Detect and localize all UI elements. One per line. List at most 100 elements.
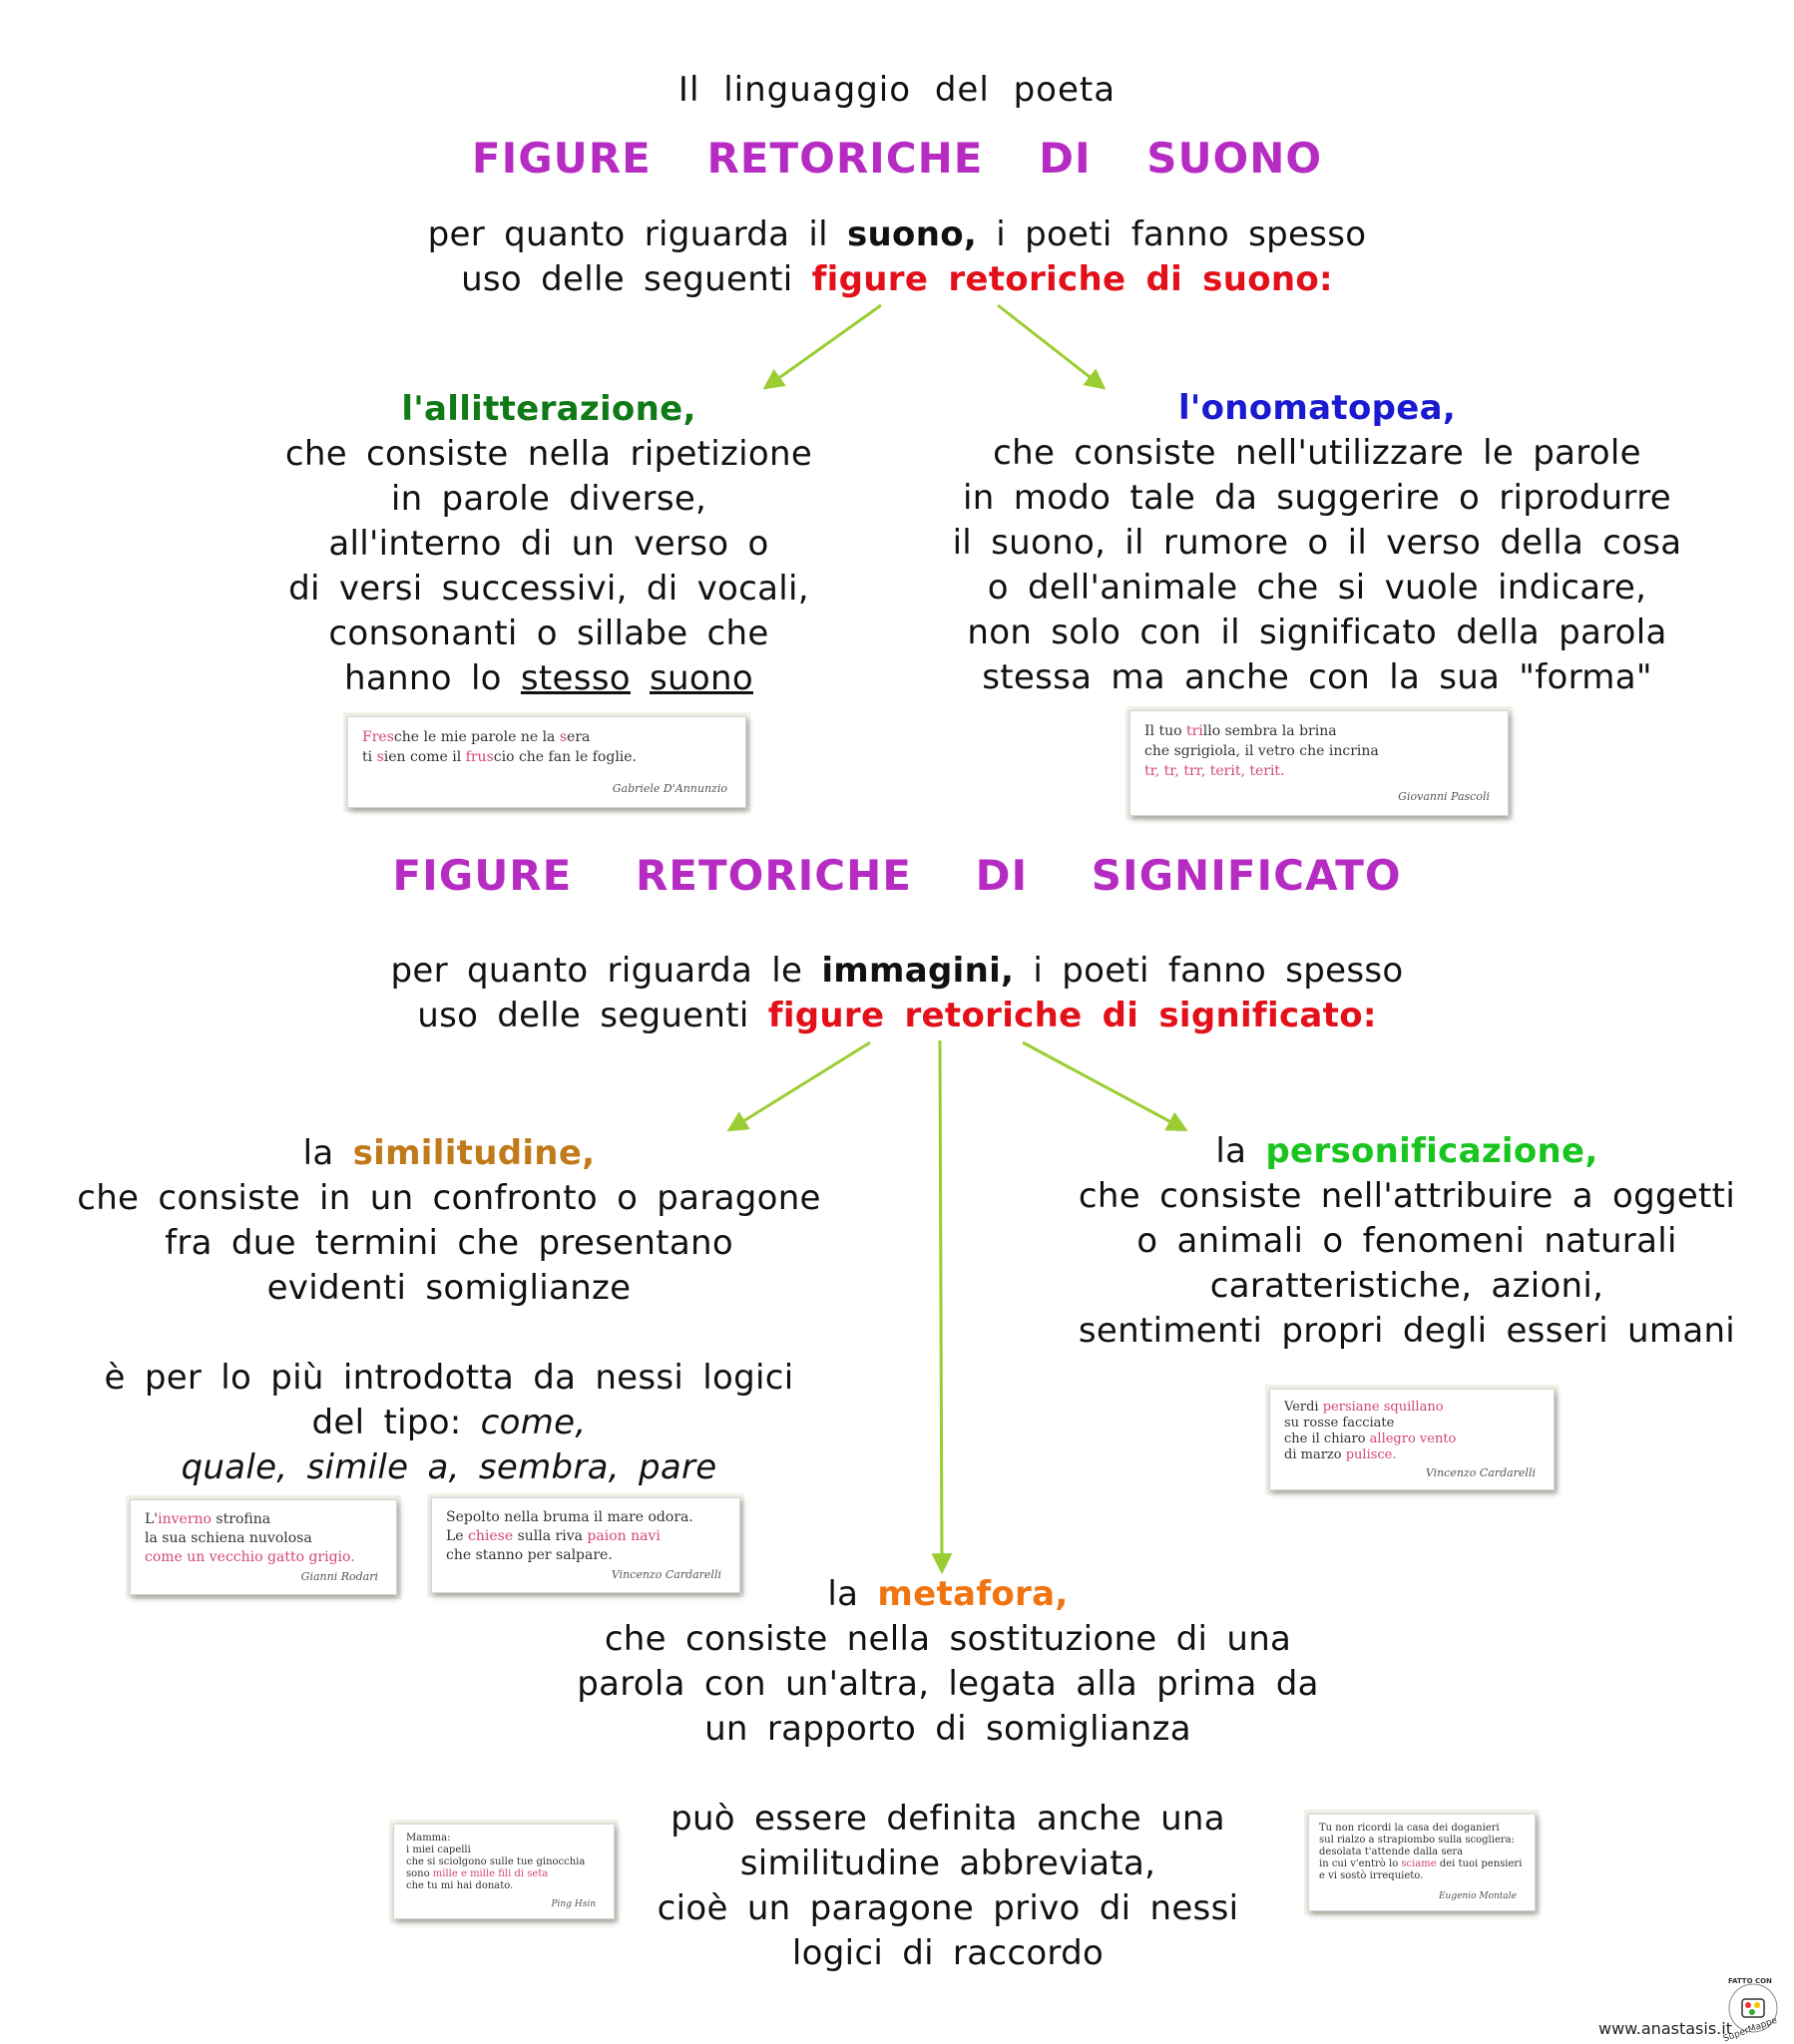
meaning-intro-text-a: per quanto riguarda le — [390, 951, 803, 991]
alliteration-underline-2: suono — [650, 658, 753, 698]
quote-author: Gianni Rodari — [300, 1570, 378, 1583]
quote-highlight: mille e mille fili di seta — [432, 1868, 549, 1879]
metaphor-note-line-2: similitudine abbreviata, — [739, 1843, 1156, 1883]
simile-line-3: evidenti somiglianze — [266, 1268, 632, 1308]
meaning-intro-line2: uso delle seguenti figure retoriche di s… — [0, 994, 1794, 1038]
alliteration-line-6: hanno lo stesso suono — [150, 656, 948, 701]
sound-intro-text-c: uso delle seguenti — [461, 259, 793, 299]
personification-block: la personificazione, che consiste nell'a… — [1038, 1129, 1776, 1354]
quote-highlight: inverno — [158, 1511, 212, 1527]
arrow-to-alliteration — [762, 303, 882, 390]
sound-intro-keyword: suono, — [847, 214, 978, 254]
onomatopoeia-quote-card: Il tuo trillo sembra la brina che sgrigi… — [1129, 710, 1509, 816]
quote-line: Le chiese sulla riva paion navi — [446, 1527, 725, 1546]
quote-text: sono — [406, 1868, 433, 1879]
personification-quote-card: Verdi persiane squillano su rosse faccia… — [1269, 1389, 1555, 1490]
quote-highlight: frus — [465, 749, 494, 765]
metaphor-quote-card-2: Tu non ricordi la casa dei doganieri sul… — [1308, 1814, 1536, 1911]
quote-line: Fresche le mie parole ne la sera — [362, 727, 731, 747]
alliteration-quote-card: Fresche le mie parole ne la sera ti sien… — [347, 716, 746, 808]
simile-note-line-2: del tipo: come, — [40, 1401, 858, 1445]
quote-highlight: s — [376, 749, 384, 765]
quote-author: Ping Hsin — [551, 1899, 597, 1909]
personification-article: la — [1215, 1131, 1247, 1171]
quote-line: che il chiaro allegro vento — [1284, 1431, 1540, 1447]
quote-line: Il tuo trillo sembra la brina — [1144, 721, 1494, 741]
metaphor-line-1: che consiste nella sostituzione di una — [604, 1619, 1292, 1659]
personification-line-2: o animali o fenomeni naturali — [1136, 1221, 1677, 1261]
quote-text: llo sembra la brina — [1202, 723, 1337, 739]
onomatopoeia-line-5: non solo con il significato della parola — [967, 613, 1667, 652]
metaphor-title: metafora, — [877, 1574, 1069, 1614]
quote-highlight: paion navi — [587, 1528, 661, 1544]
quote-highlight: persiane squillano — [1322, 1400, 1444, 1415]
quote-line: la sua schiena nuvolosa — [145, 1530, 312, 1546]
quote-author: Gabriele D'Annunzio — [612, 782, 727, 795]
quote-highlight: s — [559, 729, 568, 745]
alliteration-block: l'allitterazione, che consiste nella rip… — [150, 387, 948, 701]
quote-line-highlight: tr, tr, trr, terit, terit. — [1144, 763, 1285, 779]
quote-line: L'inverno strofina — [145, 1510, 382, 1529]
onomatopoeia-line-2: in modo tale da suggerire o riprodurre — [963, 478, 1671, 518]
quote-line: su rosse facciate — [1284, 1416, 1395, 1431]
quote-highlight: allegro vento — [1369, 1431, 1457, 1446]
quote-text: sulla riva — [513, 1528, 588, 1544]
quote-line: desolata t'attende dalla sera — [1319, 1846, 1464, 1857]
metaphor-line-2: parola con un'altra, legata alla prima d… — [577, 1664, 1319, 1704]
meaning-intro-text-c: uso delle seguenti — [417, 996, 749, 1035]
quote-line: che si sciolgono sulle tue ginocchia — [406, 1856, 586, 1867]
quote-text: strofina — [211, 1511, 271, 1527]
metaphor-note-line-4: logici di raccordo — [791, 1933, 1105, 1973]
quote-line: Tu non ricordi la casa dei doganieri — [1319, 1823, 1500, 1834]
alliteration-line-1: che consiste nella ripetizione — [284, 434, 813, 474]
sound-intro-text-b: i poeti fanno spesso — [996, 214, 1367, 254]
quote-highlight: Fres — [362, 729, 394, 745]
quote-highlight: pulisce. — [1345, 1447, 1397, 1462]
personification-title-line: la personificazione, — [1038, 1129, 1776, 1174]
meaning-intro-line1: per quanto riguarda le immagini, i poeti… — [0, 949, 1794, 994]
meaning-intro: per quanto riguarda le immagini, i poeti… — [0, 949, 1794, 1038]
quote-author: Eugenio Montale — [1438, 1891, 1517, 1901]
meaning-intro-keyword: immagini, — [821, 951, 1015, 991]
arrow-to-onomatopoeia — [997, 303, 1107, 390]
meaning-intro-text-b: i poeti fanno spesso — [1033, 951, 1404, 991]
quote-line: Sepolto nella bruma il mare odora. — [446, 1509, 693, 1525]
quote-line: che tu mi hai donato. — [406, 1880, 514, 1891]
simile-title-line: la similitudine, — [40, 1131, 858, 1176]
quote-text: che le mie parole ne la — [393, 729, 560, 745]
onomatopoeia-line-3: il suono, il rumore o il verso della cos… — [952, 523, 1682, 563]
metaphor-note-line-3: cioè un paragone privo di nessi — [657, 1888, 1239, 1928]
metaphor-quote-card-1: Mamma: i miei capelli che si sciolgono s… — [393, 1824, 615, 1919]
quote-line: e vi sostò irrequieto. — [1319, 1870, 1424, 1881]
onomatopoeia-line-6: stessa ma anche con la sua "forma" — [982, 657, 1652, 697]
supermappe-logo-icon — [1728, 1983, 1778, 2033]
arrow-to-metaphor — [931, 1039, 953, 1575]
quote-highlight: tri — [1185, 723, 1203, 739]
quote-line: Verdi persiane squillano — [1284, 1400, 1540, 1416]
alliteration-line-3: all'interno di un verso o — [328, 524, 769, 564]
simile-quote-card-1: L'inverno strofina la sua schiena nuvolo… — [130, 1499, 397, 1595]
alliteration-line-4: di versi successivi, di vocali, — [288, 569, 809, 609]
quote-text: dei tuoi pensieri — [1436, 1858, 1523, 1869]
arrow-to-personification — [1022, 1040, 1188, 1131]
quote-author: Giovanni Pascoli — [1398, 790, 1490, 803]
simile-article: la — [302, 1133, 334, 1173]
alliteration-line-5: consonanti o sillabe che — [328, 613, 769, 653]
onomatopoeia-line-1: che consiste nell'utilizzare le parole — [993, 433, 1641, 473]
quote-line: che sgrigiola, il vetro che incrina — [1144, 743, 1379, 759]
sound-intro-line2: uso delle seguenti figure retoriche di s… — [0, 257, 1794, 302]
onomatopoeia-block: l'onomatopea, che consiste nell'utilizza… — [878, 386, 1756, 700]
quote-line: ti sien come il fruscio che fan le fogli… — [362, 747, 731, 767]
simile-note-italic: come, — [480, 1403, 587, 1442]
quote-text: in cui v'entrò lo — [1319, 1858, 1402, 1869]
simile-block: la similitudine, che consiste in un conf… — [40, 1131, 858, 1490]
footer-site[interactable]: www.anastasis.it — [1598, 2019, 1732, 2038]
supermappe-badge: FATTO CON SuperMappe — [1720, 1977, 1786, 2044]
arrow-to-simile — [726, 1040, 871, 1132]
quote-text: ti — [362, 749, 377, 765]
quote-line: in cui v'entrò lo sciame dei tuoi pensie… — [1319, 1858, 1525, 1870]
quote-text: ien come il — [383, 749, 466, 765]
sound-intro-text-a: per quanto riguarda il — [427, 214, 828, 254]
simile-title: similitudine, — [352, 1133, 596, 1173]
